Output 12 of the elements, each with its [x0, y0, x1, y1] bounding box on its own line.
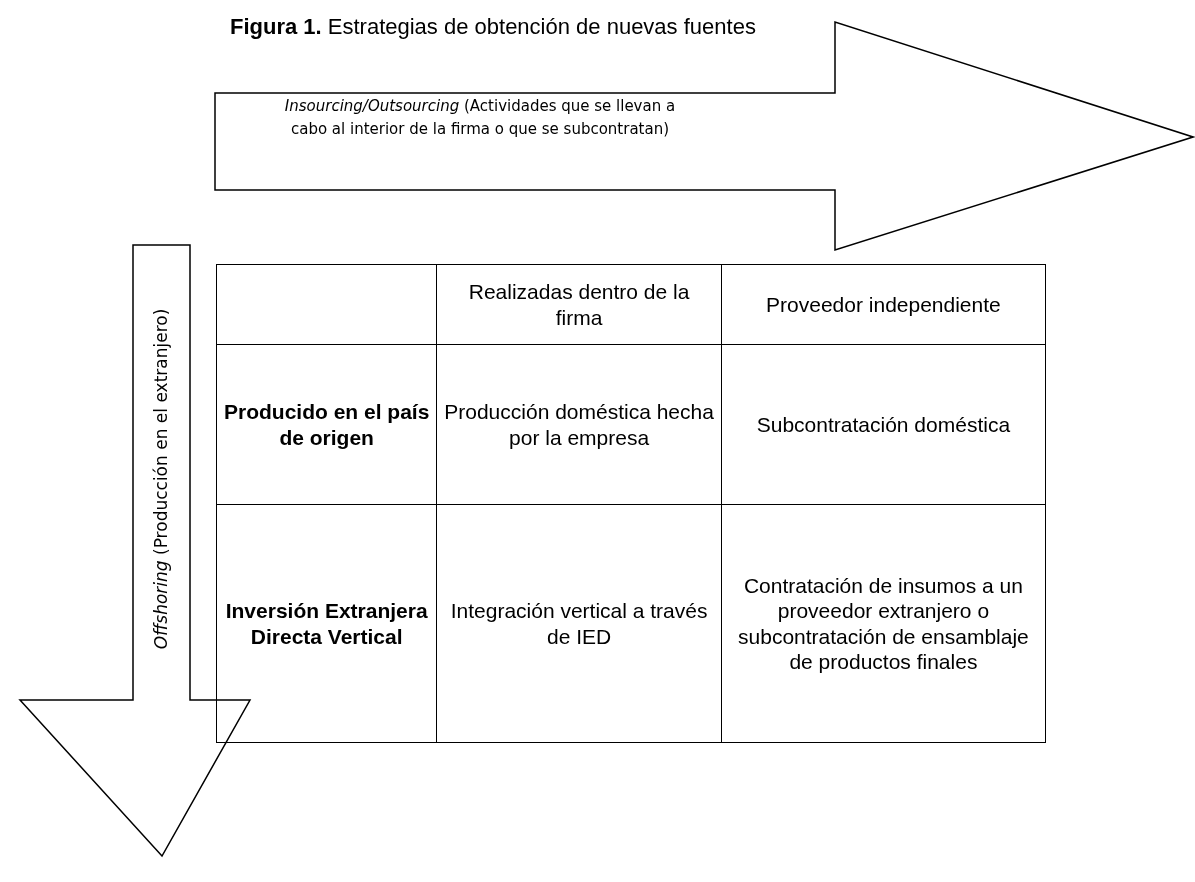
right-block-arrow — [214, 20, 1195, 252]
figure-title: Figura 1. Estrategias de obtención de nuevas fuentes — [230, 14, 756, 40]
column-header: Proveedor independiente — [721, 264, 1046, 345]
table-cell: Contratación de insumos a un proveedor extranjero o subcontratación de ensamblaje de productos finales — [721, 504, 1046, 743]
arrow-label: Offshoring (Producción en el extranjero) — [150, 308, 173, 650]
arrow-label: Insourcing/Outsourcing (Actividades que se llevan a cabo al interior de la firma o que se subcontratan) — [283, 96, 677, 140]
table-cell: Subcontratación doméstica — [721, 344, 1046, 505]
column-header: Realizadas dentro de la firma — [436, 264, 722, 345]
table-cell: Integración vertical a través de IED — [436, 504, 722, 743]
row-header: Inversión Extranjera Directa Vertical — [216, 504, 437, 743]
row-header: Producido en el país de origen — [216, 344, 437, 505]
table-cell: Producción doméstica hecha por la empresa — [436, 344, 722, 505]
